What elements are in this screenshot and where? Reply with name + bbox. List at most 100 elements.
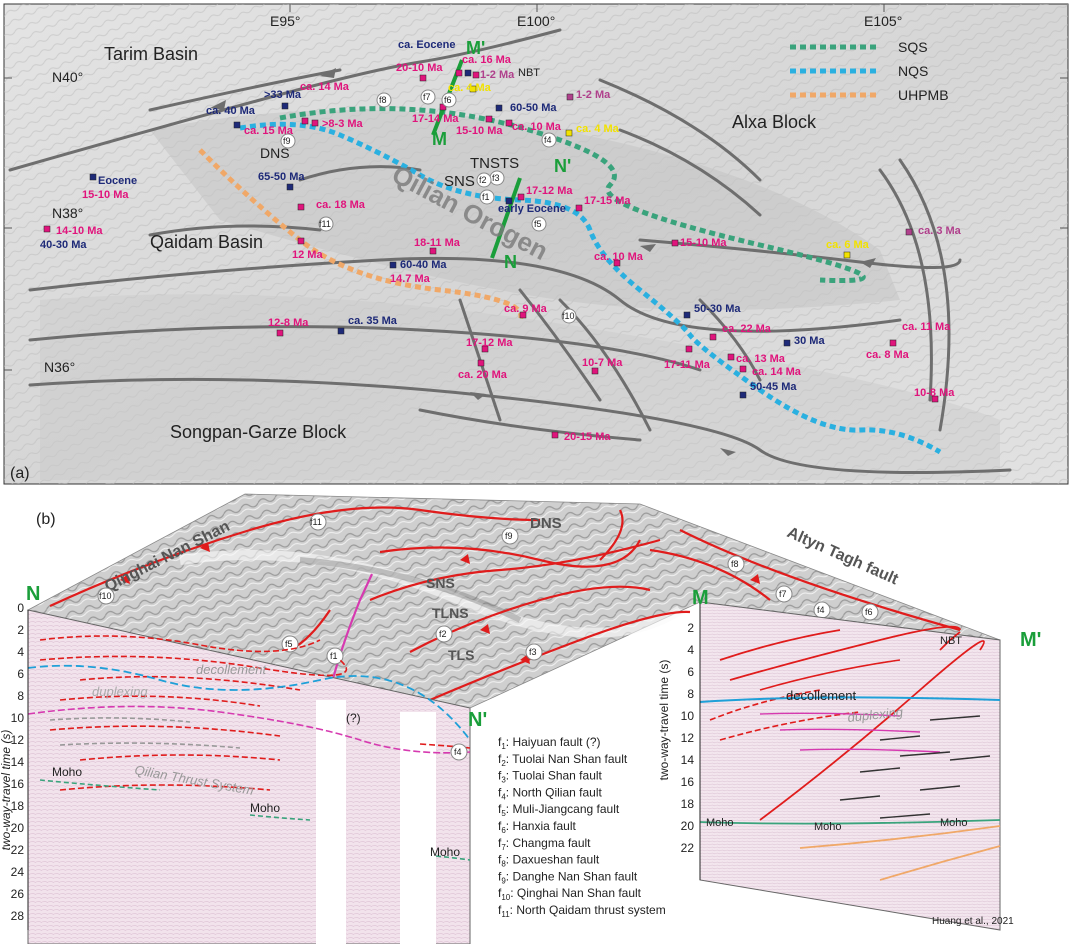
age-a1: ca. Eocene — [398, 39, 455, 51]
right-section-lines — [699, 625, 1001, 881]
age-a15: ca. 10 Ma — [512, 121, 562, 133]
lat-label-40: N40° — [52, 69, 83, 85]
terrain-tlns: TLNS — [432, 605, 469, 621]
age-a50: 20-15 Ma — [564, 431, 611, 443]
tfault-f1: f1 — [330, 651, 338, 661]
left-axis-ticks: 0 2 4 6 8 10 12 14 16 18 20 22 24 26 28 — [11, 601, 25, 923]
right-nbt: NBT — [940, 635, 962, 647]
right-moho-3: Moho — [940, 817, 968, 829]
left-label-n: N — [26, 583, 40, 605]
age-a42: ca. 20 Ma — [458, 369, 508, 381]
rtick-14: 14 — [681, 753, 695, 767]
ltick-12: 12 — [11, 733, 25, 747]
age-a11: 17-14 Ma — [412, 113, 459, 125]
ltick-16: 16 — [11, 777, 25, 791]
fault-legend-item-3: f3: Tuolai Shan fault — [498, 769, 603, 785]
ltick-0: 0 — [17, 601, 24, 615]
right-moho-2: Moho — [814, 821, 842, 833]
age-a6: 1-2 Ma — [576, 89, 611, 101]
fault-f6: f6 — [444, 95, 452, 105]
age-a41: 17-12 Ma — [466, 337, 513, 349]
age-a3: ca. 16 Ma — [462, 54, 512, 66]
ltick-2: 2 — [17, 623, 24, 637]
left-duplexing: duplexing — [92, 684, 148, 699]
panel-b-block: (b) Qinghai Nan Shan DNS SNS TLNS TLS — [0, 493, 1041, 944]
fault-legend-item-10: f10: Qinghai Nan Shan fault — [498, 886, 642, 902]
age-a29: 18-11 Ma — [414, 237, 461, 249]
rtick-8: 8 — [687, 687, 694, 701]
ltick-8: 8 — [17, 689, 24, 703]
ltick-14: 14 — [11, 755, 25, 769]
tfault-f3: f3 — [529, 647, 537, 657]
rtick-2: 2 — [687, 621, 694, 635]
fault-f11: f11 — [319, 219, 331, 229]
ltick-18: 18 — [11, 799, 25, 813]
age-a20: ca. 18 Ma — [316, 199, 366, 211]
fault-f9: f9 — [283, 136, 291, 146]
fault-legend-item-1: f1: Haiyuan fault (?) — [498, 735, 601, 751]
fault-legend-item-11: f11: North Qaidam thrust system — [498, 903, 666, 919]
age-a32: 60-40 Ma — [400, 259, 447, 271]
region-qaidam: Qaidam Basin — [150, 232, 263, 252]
tfault-f4: f4 — [817, 605, 825, 615]
tfault-f10: f10 — [99, 591, 112, 601]
age-a47: ca. 8 Ma — [866, 349, 910, 361]
ltick-6: 6 — [17, 667, 24, 681]
region-tarim: Tarim Basin — [104, 44, 198, 64]
age-a49: 10-8 Ma — [914, 387, 955, 399]
age-a18: 15-10 Ma — [82, 189, 129, 201]
age-a5: ca. 14 Ma — [300, 81, 350, 93]
fault-f8: f8 — [379, 95, 387, 105]
age-a9: ca. 40 Ma — [206, 105, 256, 117]
age-a2: 20-10 Ma — [396, 62, 443, 74]
age-a39: 30 Ma — [794, 335, 825, 347]
fault-legend-item-4: f4: North Qilian fault — [498, 785, 603, 801]
panel-a-label: (a) — [10, 465, 30, 482]
left-query: (?) — [346, 711, 361, 725]
age-a4: 1-2 Ma — [480, 69, 515, 81]
age-a31: 12 Ma — [292, 249, 323, 261]
terrain-dns: DNS — [530, 515, 562, 532]
age-a43: 10-7 Ma — [582, 357, 623, 369]
rtick-4: 4 — [687, 643, 694, 657]
tfault-f9: f9 — [505, 531, 513, 541]
left-label-n-prime: N' — [468, 709, 487, 731]
tfault-f11: f11 — [310, 517, 322, 527]
age-a23: 14-10 Ma — [56, 225, 103, 237]
lat-label-38: N38° — [52, 205, 83, 221]
fault-legend-item-9: f9: Danghe Nan Shan fault — [498, 869, 638, 885]
left-moho-1: Moho — [52, 765, 82, 779]
lon-label-105: E105° — [864, 13, 902, 29]
legend-nqs: NQS — [898, 63, 928, 79]
age-a40: ca. 11 Ma — [902, 321, 951, 333]
lon-label-100: E100° — [517, 13, 555, 29]
fault-legend-item-7: f7: Changma fault — [498, 836, 591, 852]
fault-markers: f6 f7 f8 f9 f4 f3 f2 f1 f5 f11 f10 — [280, 89, 577, 324]
left-moho-2: Moho — [250, 801, 280, 815]
age-a36: ca. 35 Ma — [348, 315, 398, 327]
age-a33: 14.7 Ma — [390, 273, 431, 285]
rtick-12: 12 — [681, 731, 695, 745]
rtick-16: 16 — [681, 775, 695, 789]
ltick-10: 10 — [11, 711, 25, 725]
age-a8: >33 Ma — [264, 89, 302, 101]
profile-label-n: N — [504, 252, 517, 272]
tfault-f7: f7 — [779, 589, 787, 599]
left-axis-label: two-way-travel time (s) — [0, 730, 13, 851]
region-alxa: Alxa Block — [732, 112, 817, 132]
left-section-lines — [27, 635, 471, 861]
age-a10: 60-50 Ma — [510, 102, 557, 114]
lon-label-95: E95° — [270, 13, 301, 29]
abbrev-dns: DNS — [260, 145, 290, 161]
right-axis-label: two-way-travel time (s) — [657, 660, 671, 781]
fault-f4: f4 — [544, 135, 552, 145]
abbrev-tns: TNS — [470, 155, 500, 172]
profile-label-m: M — [432, 129, 447, 149]
right-decollement: decollement — [786, 688, 856, 703]
profile-label-n-prime: N' — [554, 156, 571, 176]
age-a25: early Eocene — [498, 203, 566, 215]
profile-n — [490, 177, 522, 259]
right-duplexing: duplexing — [847, 704, 905, 725]
rtick-10: 10 — [681, 709, 695, 723]
tfault-f8: f8 — [731, 559, 739, 569]
